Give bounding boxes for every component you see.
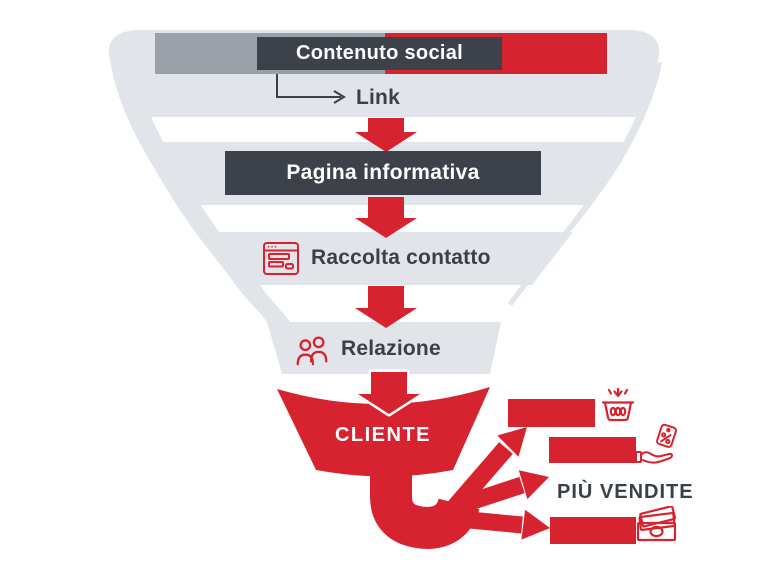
connector-social-to-link: [276, 70, 346, 104]
down-arrow-2: [355, 197, 417, 238]
stage-link-label: Link: [356, 86, 400, 109]
basket-icon: [596, 386, 640, 430]
discount-hand-icon: [634, 424, 682, 468]
stage-relazione: Relazione: [293, 331, 441, 367]
result-bar-3: [550, 517, 636, 544]
fan-arrows: [442, 427, 550, 540]
stage-contenuto-social: Contenuto social: [257, 37, 502, 70]
stage-relazione-label: Relazione: [341, 337, 441, 360]
stage-pagina-informativa: Pagina informativa: [225, 151, 541, 195]
stage-cliente-label: CLIENTE: [334, 424, 432, 446]
result-bar-1: [508, 399, 595, 427]
people-icon: [293, 331, 331, 367]
down-arrow-1: [355, 118, 417, 152]
cliente-shape: [277, 387, 490, 477]
stage-raccolta-contatto-label: Raccolta contatto: [311, 246, 491, 269]
stage-pagina-informativa-label: Pagina informativa: [286, 161, 480, 184]
result-bar-2: [549, 437, 636, 463]
outcome-label: PIÙ VENDITE: [557, 481, 694, 503]
form-icon: [261, 239, 301, 277]
money-icon: [632, 506, 682, 548]
stage-raccolta-contatto: Raccolta contatto: [261, 239, 491, 277]
stage-contenuto-social-label: Contenuto social: [295, 42, 464, 64]
down-arrow-3: [355, 286, 417, 328]
down-arrow-4: [355, 369, 423, 417]
